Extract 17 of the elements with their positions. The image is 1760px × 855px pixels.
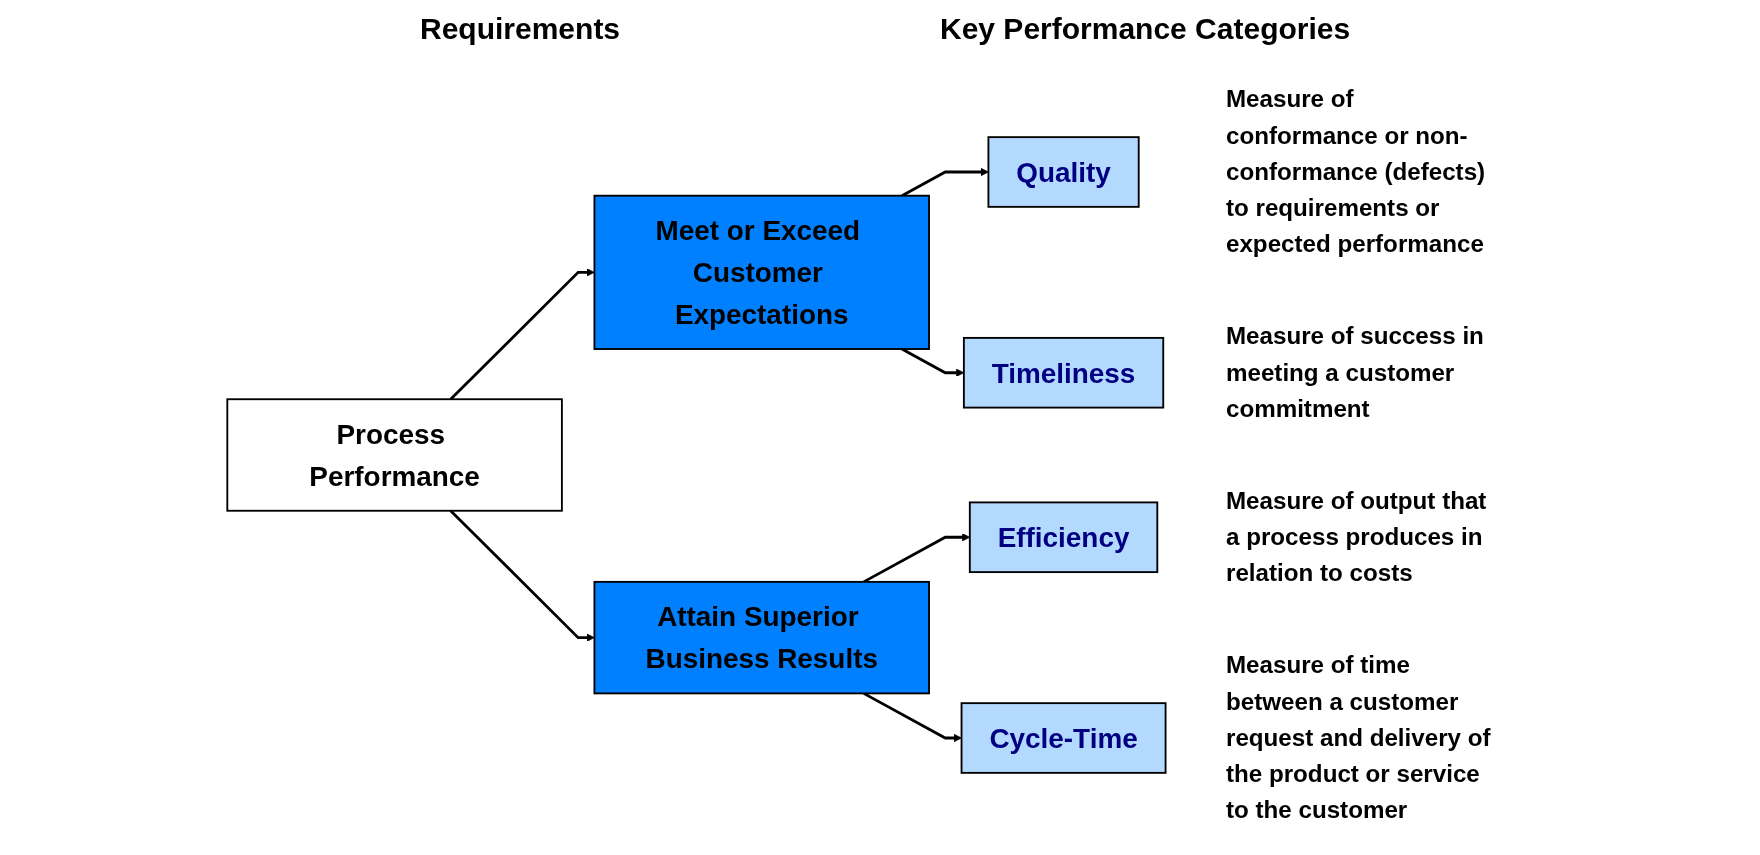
node-label: Measure of time between a customer request and delivery of the product or service to the customer [1225, 651, 1491, 824]
column-heading: Key Performance Categories [940, 12, 1351, 46]
node-label: Measure of success in meeting a customer commitment [1225, 322, 1484, 423]
node-label: Measure of output that a process produces in relation to costs [1225, 486, 1487, 587]
node-box: Cycle-Time [960, 702, 1167, 774]
node-label: Measure of conformance or non-conformance (defects) to requirements or expected performance [1225, 85, 1486, 258]
node-box: Quality [987, 136, 1140, 208]
node-box: Process Performance [226, 398, 563, 512]
node-box: Attain Superior Business Results [593, 580, 930, 695]
node-box: Meet or Exceed Customer Expectations [593, 194, 930, 350]
arrow [449, 509, 595, 642]
column-heading: Requirements [420, 12, 621, 46]
arrow [449, 268, 595, 401]
node-box: Efficiency [968, 501, 1159, 574]
node-box: Timeliness [962, 336, 1165, 409]
arrow [863, 692, 962, 743]
arrow [901, 167, 989, 197]
